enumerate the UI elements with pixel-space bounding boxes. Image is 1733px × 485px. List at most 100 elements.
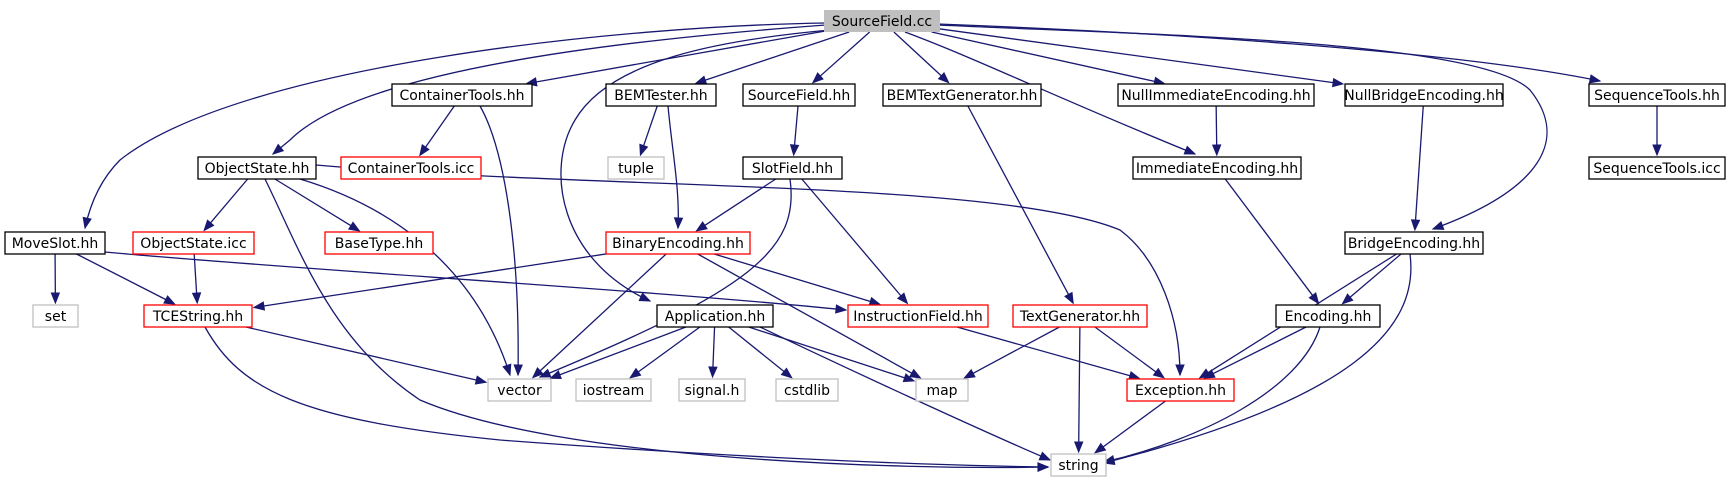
node-nullimmediateencoding-hh[interactable]: NullImmediateEncoding.hh: [1117, 83, 1315, 107]
edge-arrowhead: [163, 295, 176, 305]
node-bemtester-hh[interactable]: BEMTester.hh: [605, 83, 717, 107]
edge-encoding_hh-to-exception_hh: [1203, 326, 1307, 379]
node-containertools-icc[interactable]: ContainerTools.icc: [340, 156, 482, 180]
edge-arrowhead: [1431, 220, 1445, 230]
edge-sourcefield_cc-to-moveslot_hh: [82, 22, 827, 230]
edge-application_hh-to-vector: [549, 326, 687, 380]
edge-arrowhead: [835, 304, 848, 314]
node-application-hh[interactable]: Application.hh: [656, 304, 774, 328]
node-sequencetools-hh[interactable]: SequenceTools.hh: [1588, 83, 1726, 107]
edge-line: [893, 31, 943, 78]
edge-moveslot_hh-to-set: [50, 253, 61, 305]
edge-arrowhead: [1203, 369, 1216, 379]
edge-containertools_hh-to-vector: [479, 105, 523, 377]
node-moveslot-hh[interactable]: MoveSlot.hh: [4, 231, 106, 255]
edge-line: [104, 251, 847, 311]
edge-arrowhead: [1183, 145, 1197, 155]
edge-sequencetools_hh-to-sequencetools_icc: [1652, 106, 1662, 157]
edge-line: [560, 29, 831, 302]
node-sourcefield-cc[interactable]: SourceField.cc: [824, 10, 940, 32]
node-box: [487, 378, 552, 402]
edge-arrowhead: [1341, 293, 1354, 305]
node-immediateencoding-hh[interactable]: ImmediateEncoding.hh: [1132, 156, 1302, 180]
node-containertools-hh[interactable]: ContainerTools.hh: [391, 83, 533, 107]
node-string: string: [1050, 453, 1107, 477]
edge-arrowhead: [789, 144, 800, 157]
node-box: [1117, 83, 1315, 107]
edge-bemtester_hh-to-binaryencoding_hh: [667, 105, 684, 230]
node-label: vector: [497, 383, 542, 399]
edge-arrowhead: [638, 292, 652, 302]
node-bridgeencoding-hh[interactable]: BridgeEncoding.hh: [1344, 231, 1484, 255]
edge-application_hh-to-map: [748, 326, 916, 383]
edge-arrowhead: [1093, 442, 1107, 454]
node-sourcefield-hh[interactable]: SourceField.hh: [742, 83, 856, 107]
node-basetype-hh[interactable]: BaseType.hh: [324, 231, 434, 255]
edge-sourcefield_cc-to-nullbridgeencoding_hh: [939, 28, 1345, 88]
node-binaryencoding-hh[interactable]: BinaryEncoding.hh: [605, 231, 751, 255]
node-label: ContainerTools.hh: [399, 88, 524, 104]
edge-line: [204, 326, 1049, 468]
node-nullbridgeencoding-hh[interactable]: NullBridgeEncoding.hh: [1344, 83, 1504, 107]
edge-line: [1348, 253, 1402, 299]
edge-line: [299, 178, 511, 376]
edge-line: [1101, 400, 1166, 449]
edge-line: [1211, 326, 1307, 375]
edge-line: [703, 178, 777, 227]
edge-line: [272, 24, 827, 155]
node-exception-hh[interactable]: Exception.hh: [1126, 378, 1235, 402]
node-tuple: tuple: [607, 156, 665, 180]
node-label: MoveSlot.hh: [12, 236, 99, 252]
edge-line: [759, 326, 1051, 461]
node-label: TextGenerator.hh: [1019, 309, 1140, 325]
node-bemtextgenerator-hh[interactable]: BEMTextGenerator.hh: [882, 83, 1042, 107]
node-label: ImmediateEncoding.hh: [1136, 161, 1298, 177]
edge-binaryencoding_hh-to-tcestring_hh: [252, 253, 607, 311]
node-box: [391, 83, 533, 107]
edge-line: [667, 105, 679, 229]
node-slotfield-hh[interactable]: SlotField.hh: [742, 156, 843, 180]
node-objectstate-icc[interactable]: ObjectState.icc: [132, 231, 255, 255]
node-label: tuple: [618, 161, 654, 177]
edge-binaryencoding_hh-to-vector: [531, 253, 667, 379]
edge-line: [1224, 178, 1314, 297]
node-encoding-hh[interactable]: Encoding.hh: [1275, 304, 1381, 328]
edge-moveslot_hh-to-tcestring_hh: [76, 253, 176, 305]
node-signal-h: signal.h: [678, 378, 746, 402]
edge-arrowhead: [549, 370, 562, 380]
node-box: [1132, 156, 1302, 180]
node-textgenerator-hh[interactable]: TextGenerator.hh: [1012, 304, 1148, 328]
edge-objectstate_hh-to-objectstate_icc: [203, 178, 249, 232]
edge-arrowhead: [271, 143, 285, 155]
edge-line: [967, 105, 1070, 296]
node-set: set: [32, 304, 79, 328]
edge-arrowhead: [1588, 74, 1602, 84]
node-label: SlotField.hh: [752, 161, 833, 177]
node-box: [4, 231, 106, 255]
edge-line: [535, 30, 825, 83]
edge-immediateencoding_hh-to-encoding_hh: [1224, 178, 1320, 305]
edge-application_hh-to-iostream: [629, 326, 701, 379]
node-box: [605, 83, 717, 107]
node-instructionfield-hh[interactable]: InstructionField.hh: [847, 304, 989, 328]
edge-line: [748, 326, 906, 379]
edge-moveslot_hh-to-instructionfield_hh: [104, 251, 848, 314]
node-box: [607, 156, 665, 180]
node-cstdlib: cstdlib: [775, 378, 839, 402]
edge-line: [538, 253, 667, 372]
node-box: [656, 304, 774, 328]
edge-sourcefield_cc-to-sourcefield_hh: [811, 31, 871, 84]
edge-arrowhead: [203, 219, 215, 232]
node-label: BEMTextGenerator.hh: [887, 88, 1038, 104]
edge-arrowhead: [1308, 292, 1320, 305]
node-box: [775, 378, 839, 402]
node-tcestring-hh[interactable]: TCEString.hh: [143, 304, 253, 328]
edge-line: [539, 178, 792, 378]
edge-line: [937, 24, 1548, 230]
node-label: BinaryEncoding.hh: [612, 236, 744, 252]
node-objectstate-hh[interactable]: ObjectState.hh: [197, 156, 317, 180]
edge-line: [84, 22, 827, 229]
edge-tcestring_hh-to-vector: [245, 326, 488, 385]
node-sequencetools-icc[interactable]: SequenceTools.icc: [1588, 156, 1726, 180]
node-label: BaseType.hh: [335, 236, 423, 252]
